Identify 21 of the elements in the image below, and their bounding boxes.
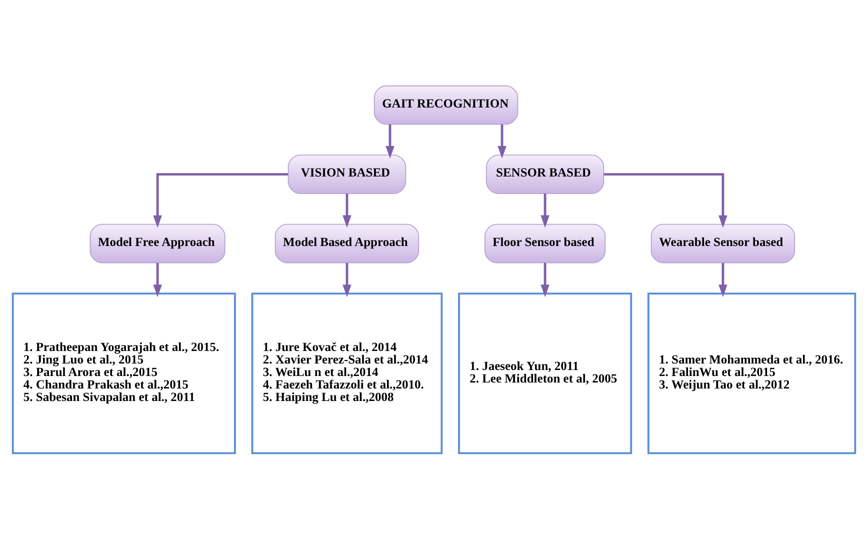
node-box: Floor Sensor based [484,224,606,264]
node-box: Model Based Approach [274,224,420,264]
arrow [718,262,728,298]
arrow [386,124,394,159]
node-box: 1. Jure Kovač et al., 2014 2. Xavier Perez-Sala et al.,2014 3. WeiLu n et al.,2014 4. Faezeh Tafazzoli et al.,2010. 5. Haiping Lu et al.,2008 [251,292,443,454]
node-box: 1. Jaeseok Yun, 2011 2. Lee Middleton et al, 2005 [458,292,632,454]
arrow [604,173,728,228]
node-box: GAIT RECOGNITION [374,85,518,125]
node-box: Wearable Sensor based [650,224,796,264]
node-box: 1. Pratheepan Yogarajah et al., 2015. 2. Jing Luo et al., 2015 3. Parul Arora et al.,2015 4. Chandra Prakash et al.,2015 5. Sabesan Sivapalan et al., 2011 [12,292,236,454]
arrow [342,262,352,298]
node-box: VISION BASED [288,154,406,194]
node-box: Model Free Approach [90,224,226,264]
arrow [540,194,550,228]
node-box: 1. Samer Mohammeda et al., 2016. 2. FalinWu et al.,2015 3. Weijun Tao et al.,2012 [647,292,856,454]
arrow [153,173,288,228]
arrow [342,194,352,228]
arrow [540,262,550,298]
arrow [153,262,162,298]
node-box: SENSOR BASED [486,154,604,194]
arrow [498,124,506,159]
